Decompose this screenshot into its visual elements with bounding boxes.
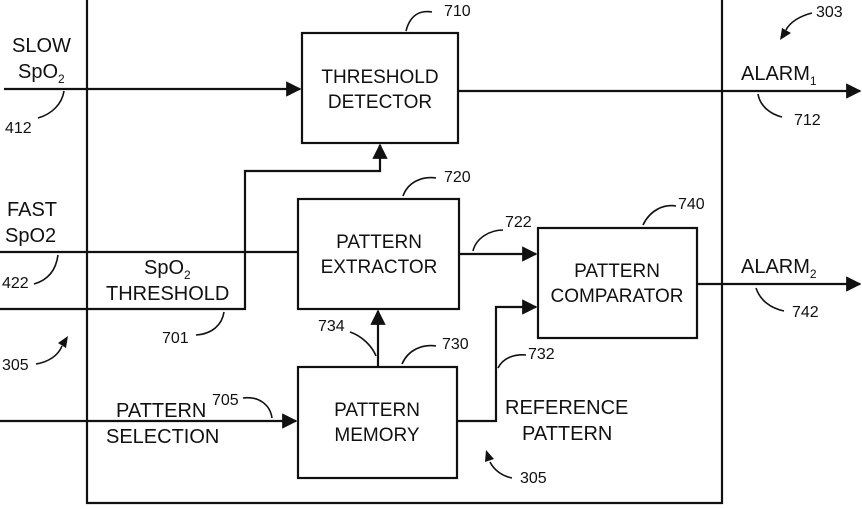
- ref-710: 710: [444, 3, 471, 20]
- ref-701: 701: [162, 330, 189, 347]
- pattern-comparator-label-1: PATTERN: [574, 261, 660, 282]
- ref-705: 705: [212, 392, 239, 409]
- ref-422: 422: [2, 275, 29, 292]
- leader-710: [406, 12, 432, 31]
- ref-305-bottom: 305: [520, 470, 547, 487]
- leader-305-left-arrowhead: [58, 336, 68, 348]
- pattern-memory-label-1: PATTERN: [334, 400, 420, 421]
- leader-734: [350, 332, 376, 356]
- pattern-extractor-label-1: PATTERN: [336, 232, 422, 253]
- leader-722: [473, 230, 503, 251]
- leader-412: [38, 91, 64, 118]
- leader-701: [196, 312, 224, 335]
- leader-742: [756, 288, 784, 311]
- ref-740: 740: [678, 196, 705, 213]
- ref-412: 412: [5, 120, 32, 137]
- alarm1-label: ALARM1: [741, 63, 817, 88]
- ref-730: 730: [442, 336, 469, 353]
- leader-303: [786, 13, 812, 30]
- spo2-threshold-label-1: SpO2: [144, 257, 191, 282]
- leader-305-left: [36, 346, 62, 364]
- pattern-extractor-label-2: EXTRACTOR: [321, 257, 438, 278]
- ref-712: 712: [794, 112, 821, 129]
- leader-740: [643, 206, 676, 225]
- ref-732: 732: [528, 346, 555, 363]
- ref-303: 303: [816, 4, 843, 21]
- threshold-detector-label-2: DETECTOR: [328, 92, 432, 113]
- leader-305-bottom-arrowhead: [485, 450, 494, 462]
- pattern-memory-block: [298, 367, 457, 478]
- pattern-comparator-block: [538, 228, 697, 338]
- leader-422: [34, 255, 58, 284]
- reference-pattern-label-1: REFERENCE: [505, 397, 628, 419]
- fast-spo2-label: SpO2: [5, 225, 56, 247]
- slow-input-label: SLOW: [12, 35, 71, 57]
- ref-742: 742: [792, 304, 819, 321]
- leader-303-arrowhead: [780, 28, 791, 40]
- ref-734: 734: [318, 318, 345, 335]
- pattern-extractor-block: [298, 199, 459, 309]
- leader-305-bottom: [490, 462, 512, 478]
- leader-730: [402, 346, 436, 364]
- leader-705: [243, 398, 272, 418]
- spo2-threshold-label-2: THRESHOLD: [106, 283, 229, 305]
- leader-732: [498, 355, 526, 368]
- threshold-detector-label-1: THRESHOLD: [321, 67, 438, 88]
- pattern-comparator-label-2: COMPARATOR: [550, 286, 683, 307]
- leader-720: [403, 178, 436, 196]
- ref-305-left: 305: [2, 357, 29, 374]
- ref-720: 720: [444, 169, 471, 186]
- fast-input-label: FAST: [7, 199, 57, 221]
- leader-712: [758, 94, 782, 117]
- pattern-memory-label-2: MEMORY: [334, 425, 419, 446]
- threshold-detector-block: [302, 33, 458, 143]
- alarm2-label: ALARM2: [741, 256, 817, 281]
- pattern-selection-label-1: PATTERN: [116, 400, 206, 422]
- ref-722: 722: [505, 214, 532, 231]
- reference-pattern-label-2: PATTERN: [522, 423, 612, 445]
- slow-spo2-label: SpO2: [18, 61, 65, 86]
- pattern-selection-label-2: SELECTION: [106, 426, 219, 448]
